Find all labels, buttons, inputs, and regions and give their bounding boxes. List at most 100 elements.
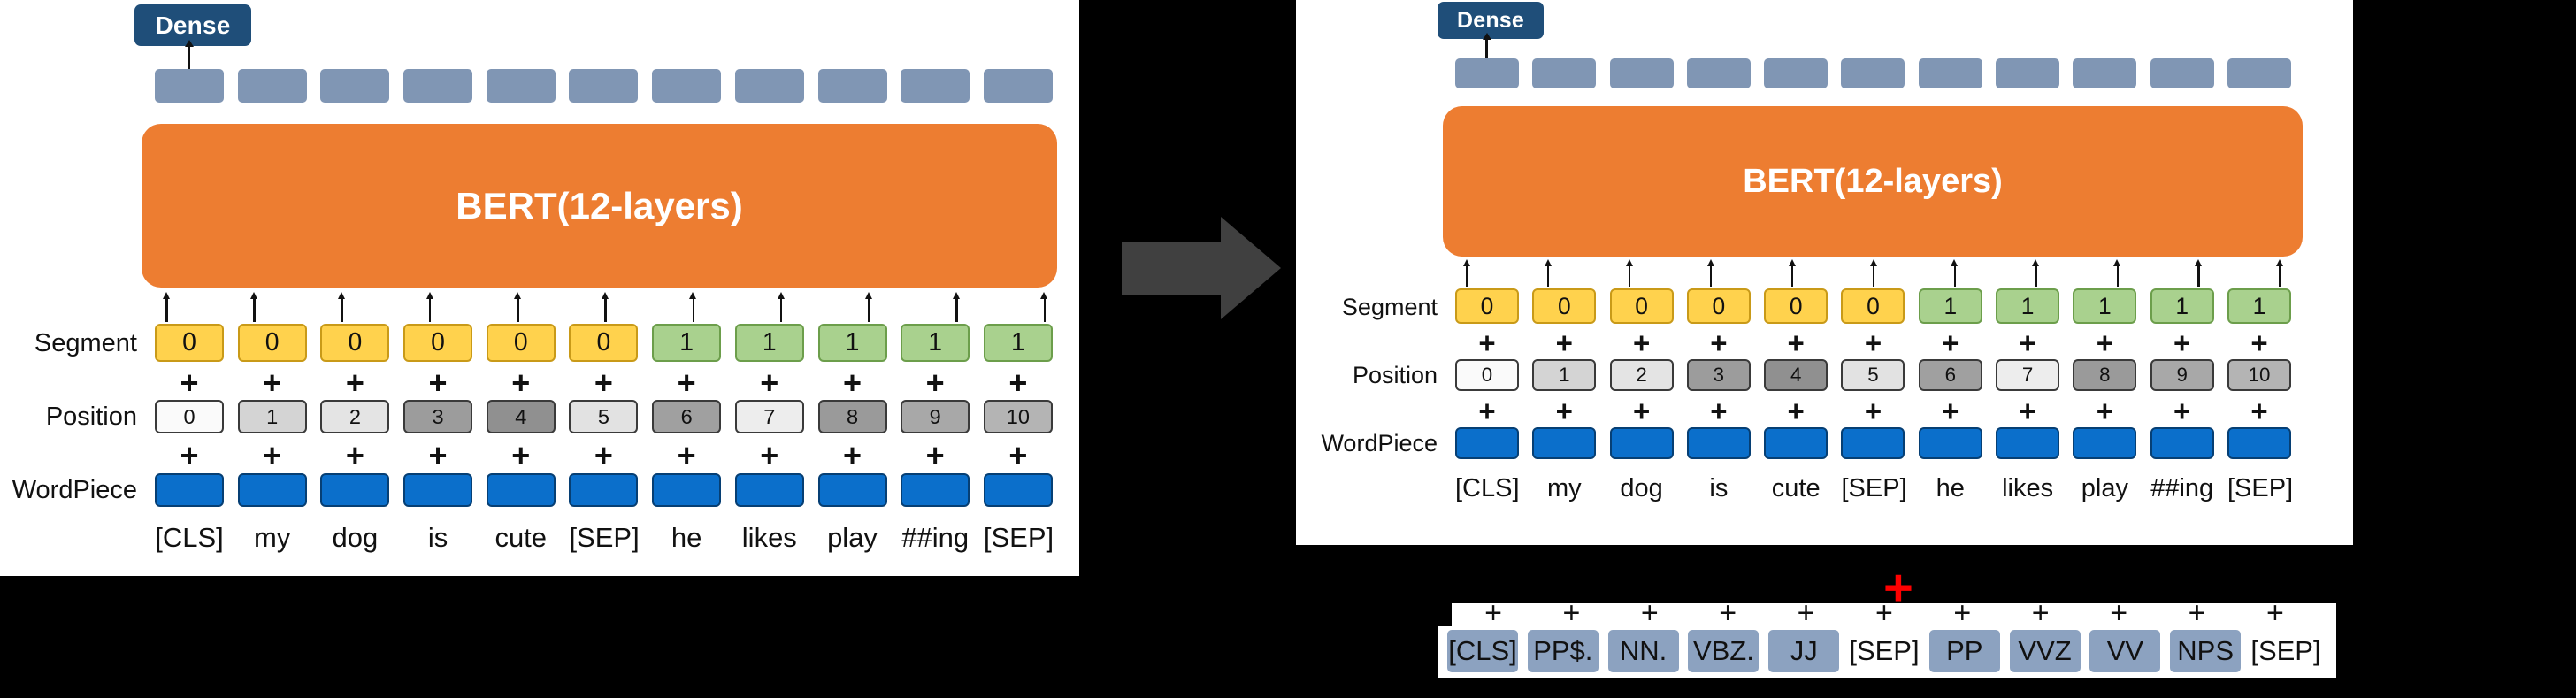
plus-symbol: + [842, 364, 862, 401]
plus-symbol: + [842, 437, 862, 473]
left-wordpiece-row-label: WordPiece [12, 476, 137, 504]
plus-symbol: + [1942, 395, 1959, 427]
segment-cell: 1 [1918, 288, 1982, 324]
segment-cell: 0 [1686, 288, 1751, 324]
plus-symbol: + [2096, 395, 2114, 427]
plus-symbol: + [2110, 596, 2128, 630]
input-arrow-icon [2032, 259, 2039, 287]
plus-symbol: + [2174, 395, 2191, 427]
segment-cell: 1 [2150, 288, 2214, 324]
plus-symbol: + [2019, 326, 2036, 359]
left-plus-row-1: +++++++++++ [155, 364, 1053, 401]
position-cell: 8 [817, 400, 887, 433]
plus-symbol: + [1710, 395, 1728, 427]
plus-symbol: + [428, 437, 448, 473]
right-segment-row-label: Segment [1341, 294, 1438, 320]
right-wordpiece-cell-row [1455, 427, 2291, 459]
plus-symbol: + [2266, 596, 2284, 630]
input-arrow-icon [338, 292, 345, 322]
token-label: [SEP] [983, 522, 1054, 553]
pos-tag-chip: PP$. [1527, 630, 1598, 672]
token-label: he [1936, 474, 1965, 502]
output-cell [734, 69, 804, 103]
token-label: ##ing [2150, 474, 2214, 502]
segment-cell: 0 [1609, 288, 1674, 324]
output-cell [320, 69, 390, 103]
output-cell [1609, 58, 1674, 88]
output-cell [2150, 58, 2214, 88]
input-arrow-icon [778, 292, 784, 322]
left-input-arrow-row [163, 292, 1047, 322]
output-cell [403, 69, 473, 103]
input-arrow-icon [1545, 259, 1551, 287]
input-arrow-icon [2276, 259, 2283, 287]
position-cell: 4 [486, 400, 556, 433]
input-arrow-icon [1463, 259, 1469, 287]
plus-symbol: + [1864, 326, 1882, 359]
left-dense-arrow-icon [184, 40, 194, 75]
segment-cell: 1 [2073, 288, 2137, 324]
left-position-row-label: Position [45, 403, 137, 431]
wordpiece-cell [155, 473, 224, 507]
wordpiece-cell [1686, 427, 1751, 459]
plus-symbol: + [428, 364, 448, 401]
output-cell [1996, 58, 2060, 88]
token-label: my [1546, 474, 1582, 502]
plus-symbol: + [511, 364, 531, 401]
segment-cell: 0 [155, 324, 224, 362]
position-cell: 10 [2227, 359, 2291, 391]
pos-tag-chip: VV [2089, 630, 2161, 672]
plus-symbol: + [1719, 596, 1737, 630]
wordpiece-cell [734, 473, 804, 507]
token-label: [SEP] [1841, 474, 1907, 502]
input-arrow-icon [514, 292, 520, 322]
plus-symbol: + [1787, 326, 1805, 359]
right-dense-label: Dense [1456, 7, 1525, 33]
wordpiece-cell [1609, 427, 1674, 459]
plus-symbol: + [511, 437, 531, 473]
right-bert-box: BERT(12-layers) [1443, 106, 2303, 257]
position-cell: 4 [1764, 359, 1828, 391]
segment-cell: 0 [486, 324, 556, 362]
plus-symbol: + [1008, 364, 1028, 401]
plus-symbol: + [1478, 326, 1496, 359]
pos-tag-chip: NPS [2170, 630, 2242, 672]
plus-symbol: + [1875, 596, 1893, 630]
plus-symbol: + [2250, 326, 2268, 359]
input-arrow-icon [602, 292, 609, 322]
plus-symbol: + [263, 364, 282, 401]
position-cell: 6 [1918, 359, 1982, 391]
wordpiece-cell [1764, 427, 1828, 459]
plus-symbol: + [677, 437, 696, 473]
plus-symbol: + [1797, 596, 1815, 630]
token-label: dog [332, 522, 379, 553]
position-cell: 1 [237, 400, 307, 433]
pos-tag-chip: [SEP] [1849, 635, 1920, 666]
plus-symbol: + [345, 364, 364, 401]
plus-symbol: + [2019, 395, 2036, 427]
input-arrow-icon [1951, 259, 1958, 287]
input-arrow-icon [689, 292, 696, 322]
token-label: [SEP] [569, 522, 640, 553]
position-cell: 0 [155, 400, 224, 433]
token-label: is [427, 522, 448, 553]
output-cell [155, 69, 224, 103]
output-cell [569, 69, 639, 103]
position-cell: 3 [1686, 359, 1751, 391]
wordpiece-cell [2227, 427, 2291, 459]
plus-symbol: + [1484, 596, 1502, 630]
plus-symbol: + [180, 437, 199, 473]
input-arrow-icon [426, 292, 433, 322]
plus-symbol: + [345, 437, 364, 473]
pos-tag-chip: JJ [1768, 630, 1840, 672]
position-cell: 7 [1996, 359, 2060, 391]
position-cell: 7 [734, 400, 804, 433]
position-cell: 0 [1455, 359, 1519, 391]
input-arrow-icon [1707, 259, 1714, 287]
